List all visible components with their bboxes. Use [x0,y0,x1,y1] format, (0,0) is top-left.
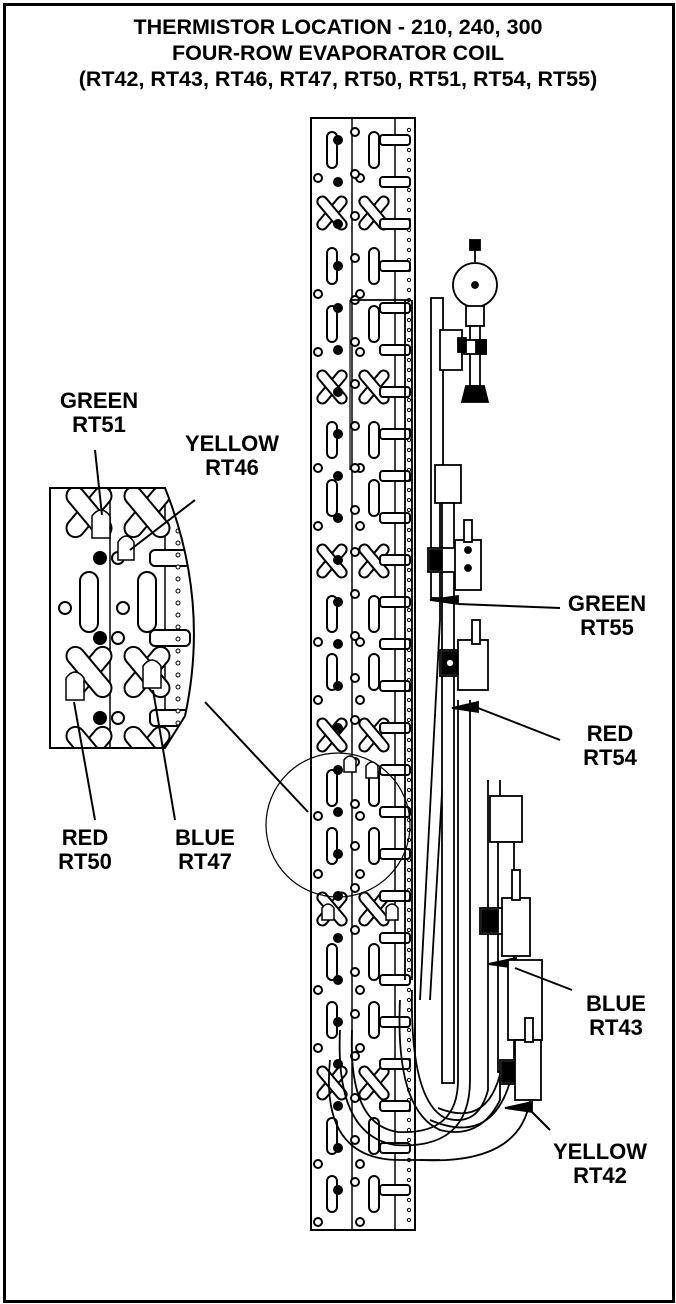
label-rt47-color: BLUE [175,825,235,850]
label-rt42: YELLOW RT42 [538,1140,662,1188]
label-rt55: GREEN RT55 [552,592,662,640]
detail-sensor-clips [65,509,162,701]
title-line-2: FOUR-ROW EVAPORATOR COIL [171,41,505,65]
label-rt50-id: RT50 [58,849,112,874]
enlarged-detail-view [49,487,195,749]
label-rt42-id: RT42 [573,1163,627,1188]
label-rt50-color: RED [61,825,109,850]
leader-lines [73,449,573,1131]
label-rt51: GREEN RT51 [44,389,154,437]
label-rt42-color: YELLOW [552,1139,648,1164]
label-rt54: RED RT54 [560,722,660,770]
label-rt55-color: GREEN [567,591,647,616]
label-rt46-color: YELLOW [184,431,280,456]
zoom-region-circle [265,752,411,898]
label-rt47: BLUE RT47 [155,826,255,874]
figure-title: THERMISTOR LOCATION - 210, 240, 300 FOUR… [0,14,676,92]
label-rt50: RED RT50 [40,826,130,874]
upper-sensor-tube [427,464,489,1084]
figure-border [3,3,675,1303]
label-rt54-color: RED [586,721,634,746]
label-rt43-color: BLUE [586,991,646,1016]
label-rt43: BLUE RT43 [566,992,666,1040]
coil-tube-sheet [310,117,416,1231]
expansion-valve-assembly [439,239,498,403]
title-line-3: (RT42, RT43, RT46, RT47, RT50, RT51, RT5… [78,67,598,91]
label-rt46: YELLOW RT46 [172,432,292,480]
title-line-1: THERMISTOR LOCATION - 210, 240, 300 [133,15,543,39]
zoom-connector-line [204,701,309,813]
label-rt43-id: RT43 [589,1015,643,1040]
label-rt54-id: RT54 [583,745,637,770]
label-rt47-id: RT47 [178,849,232,874]
label-rt51-id: RT51 [72,412,126,437]
label-rt46-id: RT46 [205,455,259,480]
coil-sensor-clips [321,755,399,921]
lower-sensor-tube [479,795,543,1114]
label-rt55-id: RT55 [580,615,634,640]
label-rt51-color: GREEN [59,388,139,413]
